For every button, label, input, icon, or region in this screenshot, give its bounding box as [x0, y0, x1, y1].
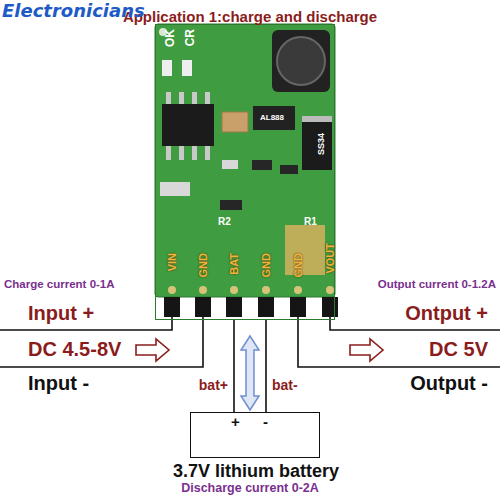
capacitor	[222, 112, 248, 132]
voltage-label: DC 5V	[429, 338, 488, 361]
header-pin	[290, 297, 306, 317]
current-note: Output current 0-1.2A	[378, 278, 496, 290]
part-marking: R2	[218, 216, 231, 227]
led-marking: CR	[183, 29, 197, 46]
solder-pad	[262, 286, 270, 294]
solder-pad	[230, 286, 238, 294]
pin-name: VOUT	[324, 243, 336, 274]
pin-header	[164, 286, 338, 317]
ic-pin	[205, 92, 210, 104]
solder-pad	[168, 286, 176, 294]
solder-pad	[294, 286, 302, 294]
pin-name: VIN	[166, 253, 178, 271]
ic-pin	[179, 92, 184, 104]
resistor	[280, 165, 298, 174]
terminal-label: Input -	[28, 372, 89, 395]
current-note: Charge current 0-1A	[4, 278, 115, 290]
module-board: OK CR AL888SS34R2 R1VIN GND BAT GND GND VOUT	[155, 24, 335, 320]
voltage-label: DC 4.5-8V	[28, 338, 121, 361]
ic-pin	[192, 146, 197, 160]
double-arrow	[241, 336, 259, 410]
ic-pin	[192, 92, 197, 104]
part-marking: R1	[304, 216, 317, 227]
wire-label: bat+	[199, 377, 228, 393]
header-pin	[226, 297, 242, 317]
header-pin	[258, 297, 274, 317]
wire	[0, 317, 203, 367]
solder-pad	[326, 286, 334, 294]
watermark: Electronicians	[2, 0, 145, 21]
ic-pin	[179, 146, 184, 160]
inductor	[272, 30, 330, 92]
battery-wire	[233, 320, 235, 412]
resistor	[252, 160, 272, 170]
part-marking: SS34	[316, 133, 326, 155]
ic-pin	[166, 92, 171, 104]
terminal-label: Ontput +	[405, 302, 488, 325]
smd-part	[222, 160, 238, 169]
flow-arrow	[350, 339, 383, 361]
pin-name: GND	[197, 253, 209, 277]
flow-arrow	[136, 339, 169, 361]
inductor-coil	[277, 37, 325, 85]
ic-chip	[162, 104, 214, 146]
pin-name: BAT	[228, 253, 240, 275]
part-marking: AL888	[260, 113, 284, 122]
header-pin	[164, 297, 180, 317]
battery-wire	[265, 320, 267, 412]
wire	[298, 317, 500, 367]
polarity-mark: +	[231, 413, 240, 430]
diode-band	[302, 116, 332, 122]
battery-box: +-3.7V lithium battery	[190, 412, 320, 458]
battery-name: 3.7V lithium battery	[106, 461, 406, 482]
capacitor	[160, 182, 190, 196]
pcb-board	[155, 24, 335, 297]
polarity-mark: -	[263, 413, 268, 430]
terminal-label: Output -	[410, 372, 488, 395]
capacitor	[285, 225, 325, 275]
ic-pin	[205, 146, 210, 160]
terminal-label: Input +	[28, 302, 94, 325]
led	[162, 60, 172, 76]
pin-name: GND	[292, 253, 304, 277]
resistor	[220, 200, 242, 210]
wire-label: bat-	[272, 377, 298, 393]
diode	[302, 116, 332, 170]
led-marking: OK	[163, 29, 177, 47]
current-note: Discharge current 0-2A	[0, 481, 500, 495]
ic-pin	[166, 146, 171, 160]
led	[182, 60, 192, 76]
solder-pad	[199, 286, 207, 294]
regulator-chip	[253, 106, 295, 130]
header-pin	[195, 297, 211, 317]
header-pin	[322, 297, 338, 317]
pin-name: GND	[260, 253, 272, 277]
